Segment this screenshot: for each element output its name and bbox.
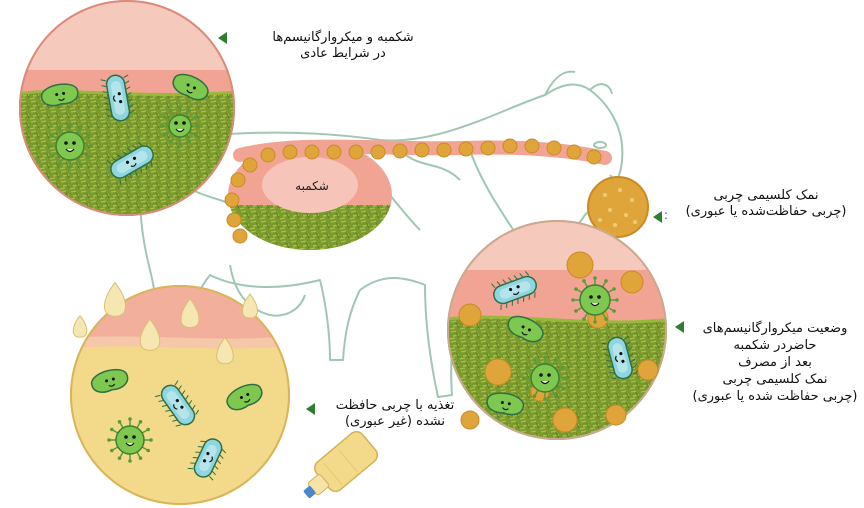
rumen-label: شکمبه	[295, 179, 329, 193]
tract-fat-ball	[481, 141, 495, 155]
normal-rumen-label-line2: در شرایط عادی	[258, 46, 428, 62]
calcium-soap-particle	[459, 304, 481, 326]
tract-fat-ball	[371, 145, 385, 159]
fat-bottle-icon	[295, 428, 381, 508]
after-use-label: وضعیت میکروارگانیسم‌های حاضردر شکمبه بعد…	[690, 320, 860, 405]
fat-droplet	[105, 283, 126, 317]
calcium-soap-label-line2: (چربی حفاظت‌شده یا عبوری)	[672, 204, 860, 220]
tract-fat-ball	[283, 145, 297, 159]
calcium-soap-label: نمک کلسیمی چربی (چربی حفاظت‌شده یا عبوری…	[672, 188, 860, 220]
unprotected-fat-label-line2: نشده (غیر عبوری)	[320, 414, 470, 430]
tract-fat-ball	[327, 145, 341, 159]
fat-droplet	[243, 294, 258, 318]
unprotected-fat-arrow	[306, 403, 315, 415]
calcium-soap-arrow	[653, 211, 662, 223]
after-use-label-line1: وضعیت میکروارگانیسم‌های	[690, 320, 860, 337]
tract-fat-ball	[525, 139, 539, 153]
tract-fat-ball	[349, 145, 363, 159]
tract-fat-ball	[393, 144, 407, 158]
after-use-label-line3: بعد از مصرف	[690, 354, 860, 371]
normal-rumen-arrow	[218, 32, 227, 44]
calcium-soap-particle	[553, 408, 577, 432]
tract-fat-ball	[233, 229, 247, 243]
tract-fat-ball	[503, 139, 517, 153]
calcium-soap-particle	[621, 271, 643, 293]
calcium-soap-label-line1: نمک کلسیمی چربی	[672, 188, 860, 204]
tract-fat-ball	[227, 213, 241, 227]
tract-fat-ball	[567, 145, 581, 159]
unprotected-fat-label-line1: تغذیه با چربی حافظت	[320, 398, 470, 414]
tract-fat-ball	[305, 145, 319, 159]
calcium-soap-particle	[567, 252, 593, 278]
tract-fat-ball	[459, 142, 473, 156]
tract-fat-ball	[231, 173, 245, 187]
colon-mark: :	[664, 208, 668, 222]
after-use-arrow	[675, 321, 684, 333]
tract-fat-ball	[415, 143, 429, 157]
tract-fat-ball	[225, 193, 239, 207]
tract-fat-ball	[587, 150, 601, 164]
unprotected-fat-label: تغذیه با چربی حافظت نشده (غیر عبوری)	[320, 398, 470, 430]
tract-fat-ball	[261, 148, 275, 162]
tract-fat-ball	[547, 141, 561, 155]
after-use-label-line4: نمک کلسیمی چربی	[690, 371, 860, 388]
after-use-label-line2: حاضردر شکمبه	[690, 337, 860, 354]
calcium-soap-particle	[606, 405, 626, 425]
after-use-label-line5: (چربی حفاظت شده یا عبوری)	[690, 388, 860, 405]
calcium-soap-particle	[638, 360, 658, 380]
fat-droplet	[73, 316, 87, 338]
tract-fat-ball	[437, 143, 451, 157]
calcium-soap-particle	[485, 359, 511, 385]
tract-fat-ball	[243, 158, 257, 172]
normal-rumen-label: شکمبه و میکروارگانیسم‌ها در شرایط عادی	[258, 30, 428, 62]
normal-rumen-label-line1: شکمبه و میکروارگانیسم‌ها	[258, 30, 428, 46]
